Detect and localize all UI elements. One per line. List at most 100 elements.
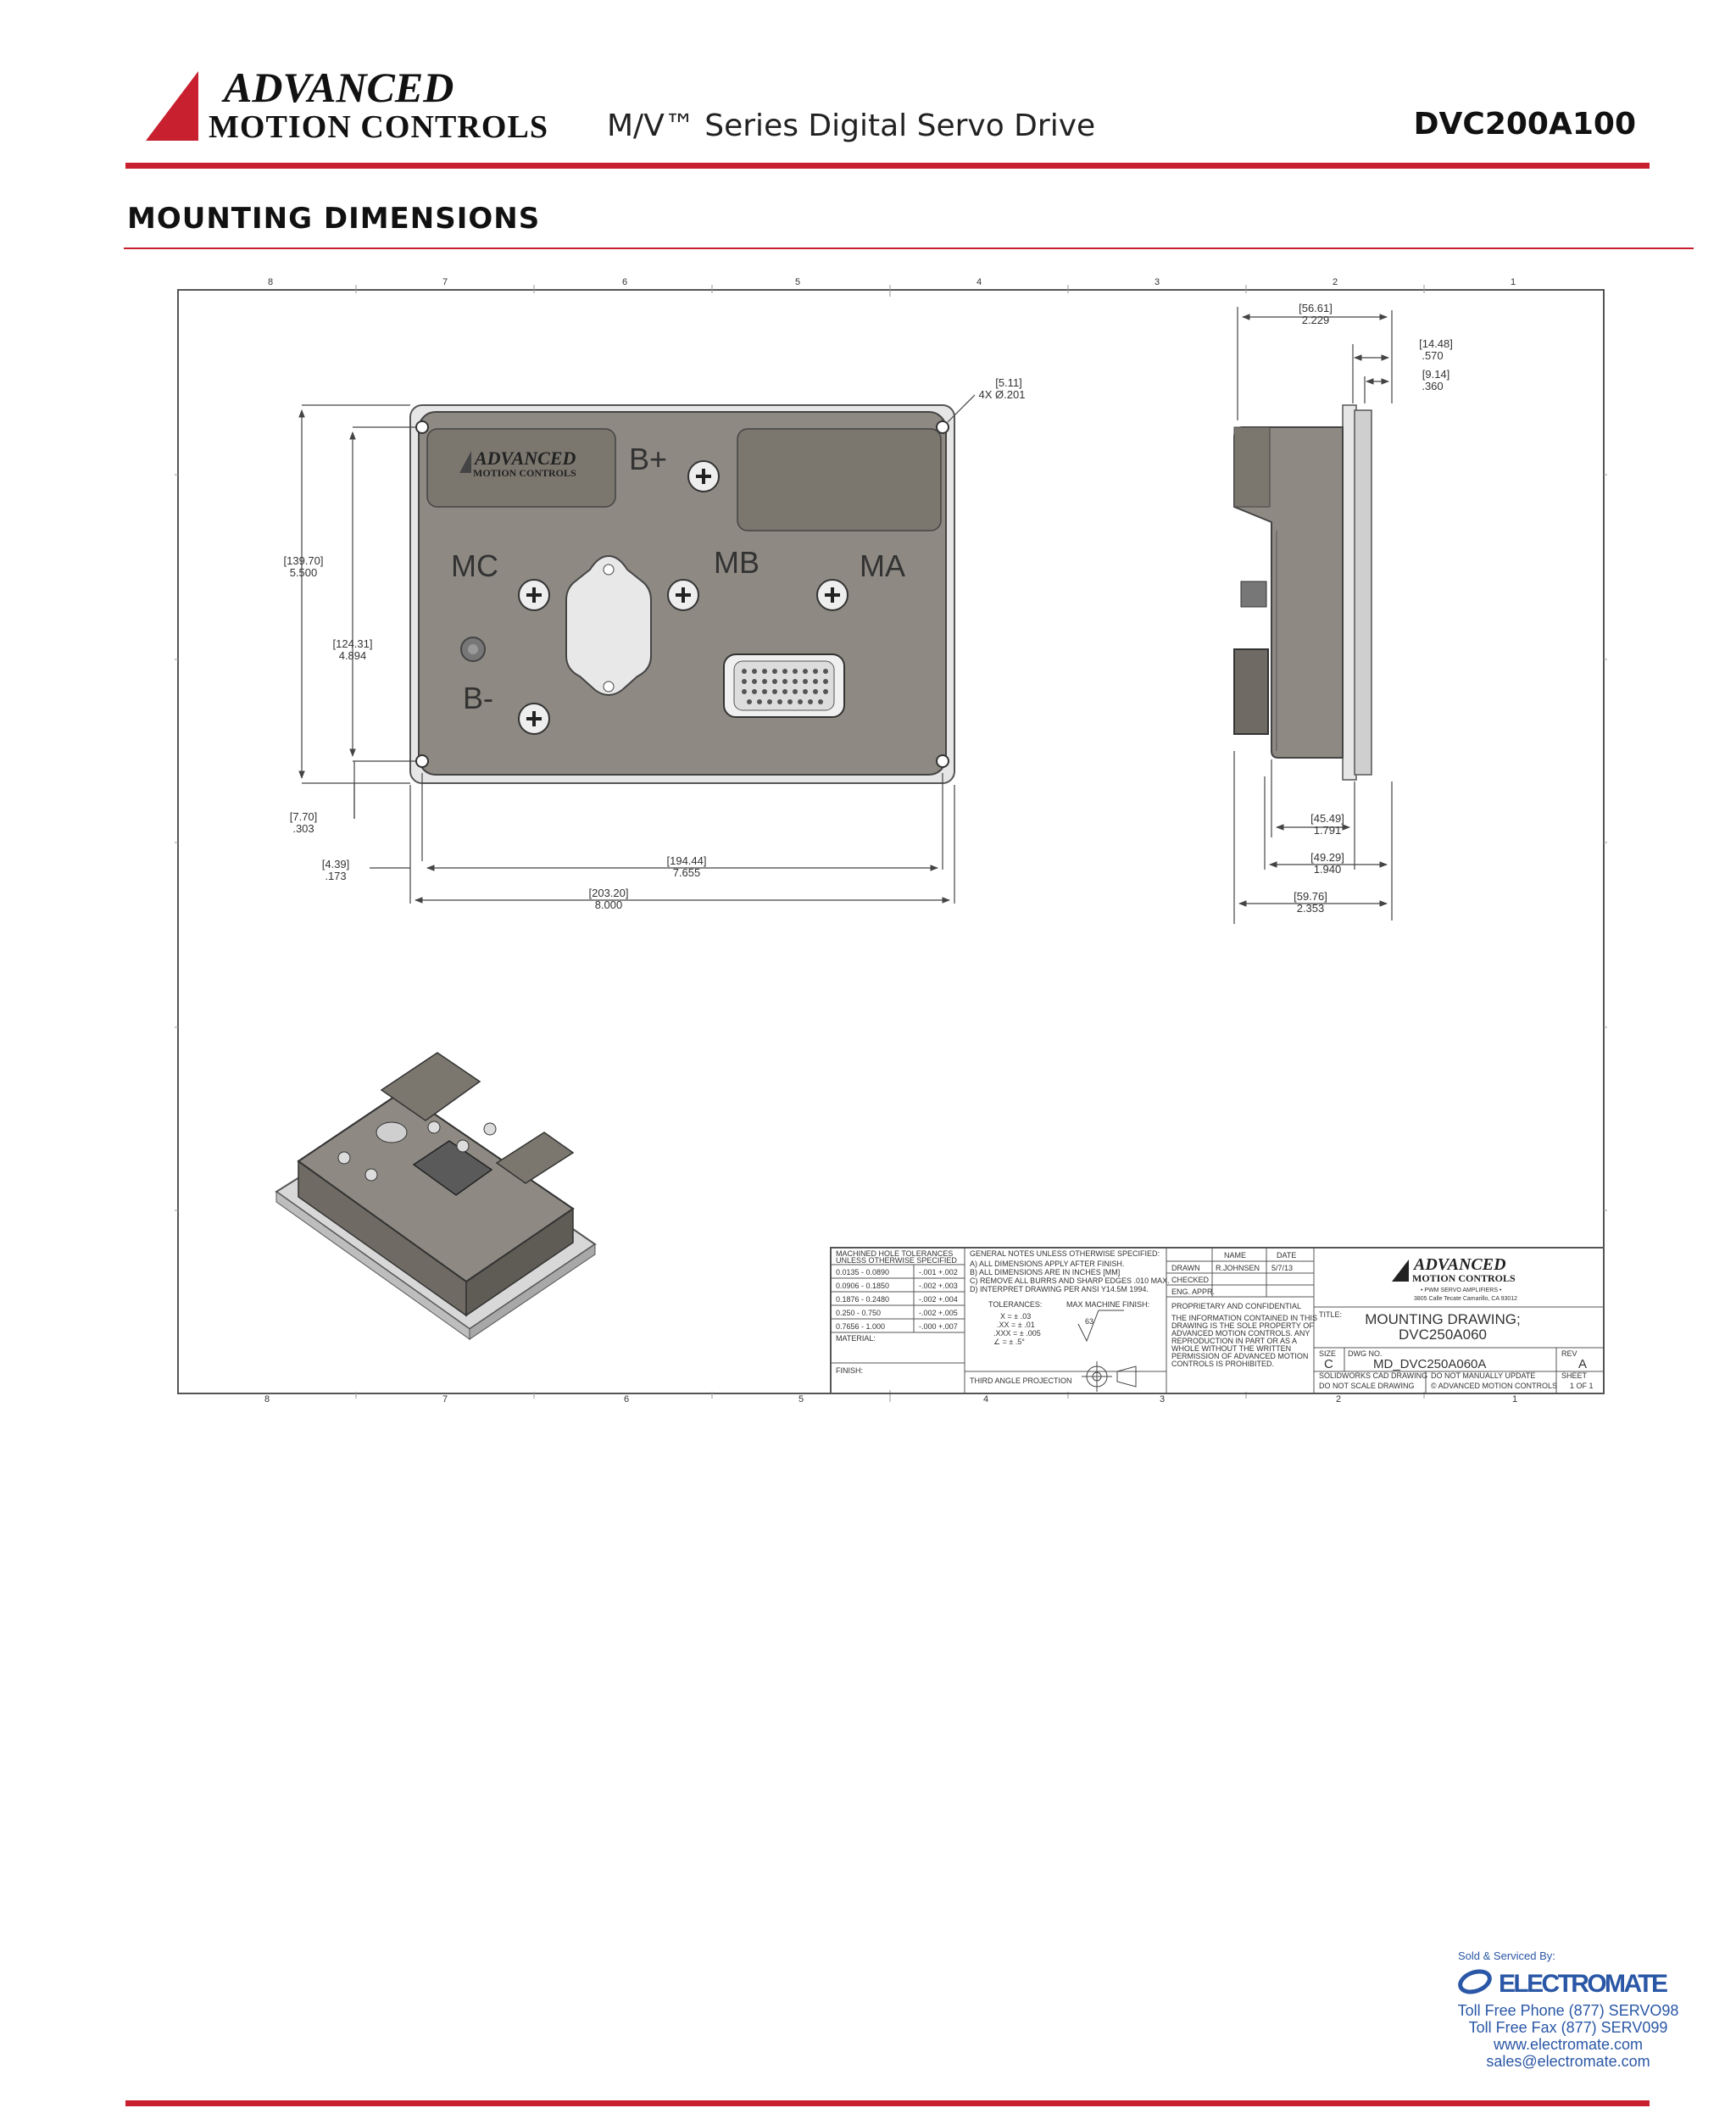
solidworks-line2: DO NOT SCALE DRAWING: [1319, 1382, 1415, 1390]
terminal-label-bminus: B-: [463, 681, 493, 715]
prop-line: PERMISSION OF ADVANCED MOTION: [1171, 1352, 1308, 1360]
side-connector: [1233, 648, 1269, 735]
sheet-label: SHEET: [1561, 1371, 1588, 1380]
front-view: ADVANCED MOTION CONTROLS B+ MC MB MA B-: [409, 404, 955, 784]
col-label-top: 6: [622, 277, 627, 287]
prop-line: CONTROLS IS PROHIBITED.: [1171, 1360, 1274, 1368]
date-header: DATE: [1277, 1251, 1296, 1260]
dim-side-2-in: 1.940: [1314, 863, 1342, 876]
mounting-holes: [415, 420, 949, 768]
header-rule: [125, 163, 1650, 169]
col-label-bottom: 8: [264, 1394, 270, 1404]
tol-row-value: -.000 +.007: [919, 1322, 958, 1331]
dim-width-offset-in: .173: [325, 870, 346, 882]
col-label-top: 2: [1333, 277, 1338, 287]
drawn-date: 5/7/13: [1271, 1264, 1293, 1272]
electromate-swoosh-icon: [1458, 1969, 1492, 1994]
signal-connector: [723, 653, 845, 718]
tb-company-line1: ADVANCED: [1412, 1255, 1506, 1274]
tol-row-value: -.002 +.003: [919, 1282, 958, 1290]
dim-side-1-mm: [45.49]: [1310, 812, 1344, 825]
drawing-rev: A: [1578, 1357, 1587, 1371]
electromate-wordmark: ELECTROMATE: [1499, 1970, 1668, 1998]
title-block-text: MACHINED HOLE TOLERANCES UNLESS OTHERWIS…: [836, 1249, 1594, 1390]
dim-width-holes-mm: [194.44]: [667, 854, 707, 867]
title-block: [830, 1247, 1605, 1394]
sheet-value: 1 OF 1: [1570, 1382, 1594, 1390]
tol-val: .XX = ± .01: [997, 1321, 1035, 1329]
col-label-bottom: 7: [442, 1394, 448, 1404]
front-logo-line2: MOTION CONTROLS: [473, 467, 576, 479]
terminal-label-ma: MA: [860, 548, 905, 583]
size-label: SIZE: [1319, 1349, 1336, 1358]
max-finish-value: 63: [1085, 1317, 1093, 1326]
side-dimension-text: [56.61] 2.229 [14.48] .570 [9.14] .360 […: [1294, 302, 1453, 915]
dwg-label: DWG NO.: [1348, 1349, 1383, 1358]
dim-width-total-mm: [203.20]: [589, 887, 629, 899]
col-label-top: 1: [1511, 277, 1516, 287]
dim-width-offset-mm: [4.39]: [322, 858, 350, 870]
finish-label: FINISH:: [836, 1366, 863, 1375]
contact-fax: Toll Free Fax (877) SERV099: [1468, 2019, 1668, 2036]
terminal-label-mb: MB: [714, 545, 760, 580]
col-label-bottom: 5: [798, 1394, 804, 1404]
dim-side-3-mm: [59.76]: [1294, 890, 1327, 903]
dim-side-2-mm: [49.29]: [1310, 851, 1344, 864]
tb-company-line2: MOTION CONTROLS: [1412, 1272, 1516, 1284]
projection-symbol-icon: [1082, 1361, 1137, 1392]
tol-row-range: 0.7656 - 1.000: [836, 1322, 885, 1331]
tol-head-1: MACHINED HOLE TOLERANCES: [836, 1249, 953, 1258]
contact-email-link[interactable]: sales@electromate.com: [1486, 2053, 1650, 2070]
prop-line: REPRODUCTION IN PART OR AS A: [1171, 1337, 1297, 1345]
col-label-top: 7: [442, 277, 448, 287]
prop-line: WHOLE WITHOUT THE WRITTEN: [1171, 1344, 1291, 1353]
dim-hole-in: 4X Ø.201: [979, 388, 1026, 401]
col-label-bottom: 4: [983, 1394, 988, 1404]
sold-serviced-by: Sold & Serviced By:: [1458, 1949, 1555, 1962]
max-finish-label: MAX MACHINE FINISH:: [1066, 1300, 1149, 1309]
dim-hole-mm: [5.11]: [995, 376, 1022, 389]
dim-width-holes-in: 7.655: [673, 866, 701, 879]
logo-line1: ADVANCED: [221, 64, 453, 111]
terminal-label-bplus: B+: [629, 442, 667, 476]
side-vent: [1240, 581, 1267, 608]
mounting-drawing: 8 7 6 5 4 3 2 1 8 7 6 5 4 3 2 1 F E D C …: [175, 277, 1607, 1404]
center-cover-plate: [565, 554, 652, 696]
col-label-top: 8: [268, 277, 273, 287]
dim-side-1-in: 1.791: [1314, 824, 1342, 837]
title-label: TITLE:: [1319, 1310, 1342, 1319]
note-line: A) ALL DIMENSIONS APPLY AFTER FINISH.: [970, 1260, 1124, 1268]
tol-val: X = ± .03: [1000, 1312, 1031, 1321]
col-label-top: 4: [976, 277, 982, 287]
tol-row-value: -.002 +.005: [919, 1309, 958, 1317]
prop-line: ADVANCED MOTION CONTROLS. ANY: [1171, 1329, 1310, 1338]
side-dimension-lines: [1233, 307, 1393, 924]
tol-row-range: 0.250 - 0.750: [836, 1309, 881, 1317]
tb-company-line3: • PWM SERVO AMPLIFIERS •: [1421, 1288, 1502, 1293]
dim-height-holes-mm: [124.31]: [333, 637, 373, 650]
col-label-bottom: 2: [1336, 1394, 1341, 1404]
prop-line: DRAWING IS THE SOLE PROPERTY OF: [1171, 1321, 1314, 1330]
dim-height-total-mm: [139.70]: [284, 554, 324, 567]
front-dimension-lines: [298, 394, 976, 904]
name-header: NAME: [1224, 1251, 1246, 1260]
dim-side-a-in: .570: [1422, 349, 1443, 362]
drawing-title-line2: DVC250A060: [1399, 1326, 1487, 1343]
isometric-view: [275, 1052, 597, 1340]
note-line: C) REMOVE ALL BURRS AND SHARP EDGES .010…: [970, 1276, 1170, 1285]
logo-triangle: [146, 71, 198, 141]
contact-website-link[interactable]: www.electromate.com: [1493, 2036, 1644, 2053]
note-line: D) INTERPRET DRAWING PER ANSI Y14.5M 199…: [970, 1285, 1149, 1293]
model-number: DVC200A100: [1413, 107, 1636, 142]
dim-side-b-in: .360: [1422, 380, 1443, 392]
dim-height-total-in: 5.500: [290, 566, 318, 579]
drawing-number: MD_DVC250A060A: [1373, 1357, 1486, 1371]
checked-label: CHECKED: [1171, 1276, 1210, 1284]
logo-line2: MOTION CONTROLS: [209, 109, 548, 145]
tol-row-value: -.001 +.002: [919, 1268, 958, 1276]
front-logo-line1: ADVANCED: [473, 448, 576, 469]
drawing-size: C: [1324, 1357, 1333, 1371]
surface-finish-icon: [1077, 1310, 1124, 1343]
note-line: B) ALL DIMENSIONS ARE IN INCHES [MM]: [970, 1268, 1120, 1276]
company-logo: ADVANCED MOTION CONTROLS: [146, 64, 548, 145]
